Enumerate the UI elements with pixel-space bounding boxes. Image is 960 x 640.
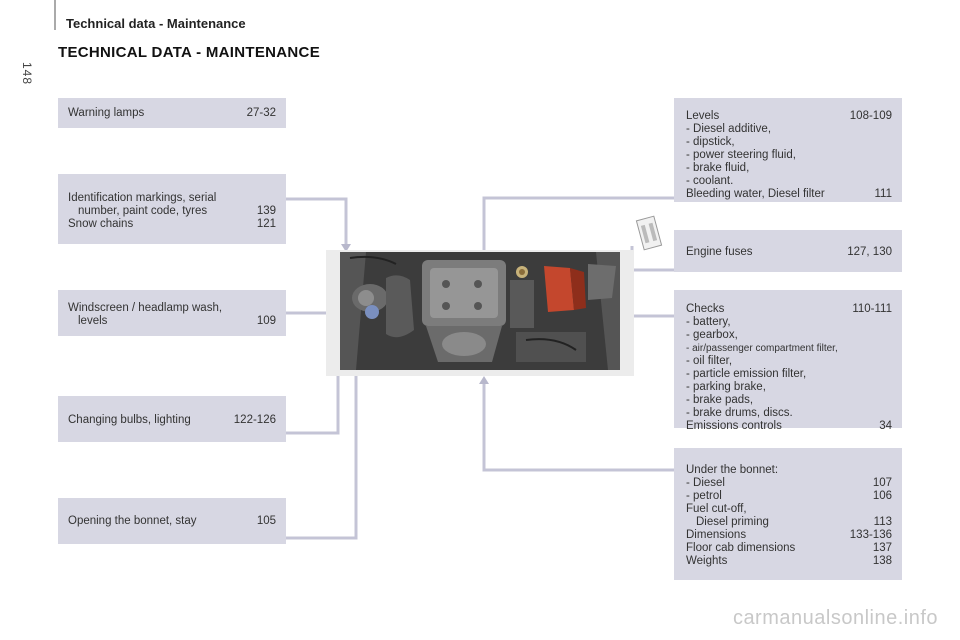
windscreen-pages: 109 (256, 315, 276, 327)
weights-label: Weights (686, 555, 728, 567)
warning-lamps-label: Warning lamps (68, 107, 145, 119)
page-title: TECHNICAL DATA - MAINTENANCE (58, 44, 320, 61)
warning-lamps-box: Warning lamps 27-32 (58, 98, 286, 128)
engine-fuses-pages: 127, 130 (847, 246, 892, 258)
levels-item: - dipstick, (686, 136, 735, 148)
fuel-cutoff-label: Fuel cut-off, (686, 503, 747, 515)
floor-cab-label: Floor cab dimensions (686, 542, 796, 554)
warning-lamps-pages: 27-32 (246, 107, 276, 119)
under-bonnet-box: Under the bonnet: - Diesel 107 - petrol … (674, 448, 902, 580)
snow-chains-label: Snow chains (68, 218, 134, 230)
weights-pages: 138 (872, 555, 892, 567)
checks-item: - oil filter, (686, 355, 733, 367)
checks-pages: 110-111 (852, 303, 892, 315)
identification-box: Identification markings, serial number, … (58, 174, 286, 244)
diesel-priming-pages: 113 (873, 516, 892, 528)
checks-item: - brake pads, (686, 394, 754, 406)
dimensions-label: Dimensions (686, 529, 747, 541)
under-bonnet-title: Under the bonnet: (686, 464, 779, 476)
engine-fuses-label: Engine fuses (686, 246, 753, 258)
petrol-label: - petrol (686, 490, 722, 502)
bulbs-label: Changing bulbs, lighting (68, 414, 191, 426)
emissions-pages: 34 (879, 420, 892, 432)
identification-pages: 139 (256, 205, 276, 217)
levels-item: - coolant. (686, 175, 734, 187)
dimensions-pages: 133-136 (849, 529, 892, 541)
identification-line2: number, paint code, tyres (78, 205, 208, 217)
windscreen-line1: Windscreen / headlamp wash, (68, 302, 223, 314)
bonnet-box: Opening the bonnet, stay 105 (58, 498, 286, 544)
fuse-box-icon (635, 215, 663, 251)
section-title: Technical data - Maintenance (66, 16, 246, 31)
levels-pages: 108-109 (849, 110, 892, 122)
checks-item: - brake drums, discs. (686, 407, 793, 419)
checks-item: - parking brake, (686, 381, 766, 393)
bleeding-pages: 111 (874, 188, 892, 200)
levels-title: Levels (686, 110, 720, 122)
checks-item: - particle emission filter, (686, 368, 807, 380)
checks-box: Checks 110-111 - battery, - gearbox, - a… (674, 290, 902, 432)
petrol-pages: 106 (872, 490, 892, 502)
identification-line1: Identification markings, serial (68, 192, 217, 204)
bonnet-label: Opening the bonnet, stay (68, 515, 197, 527)
windscreen-line2: levels (78, 315, 108, 327)
engine-bay-illustration (326, 250, 634, 376)
left-rule (54, 0, 56, 30)
levels-box: Levels 108-109 - Diesel additive, - dips… (674, 98, 902, 202)
windscreen-box: Windscreen / headlamp wash, levels 109 (58, 290, 286, 336)
levels-item: - Diesel additive, (686, 123, 772, 135)
bleeding-label: Bleeding water, Diesel filter (686, 188, 825, 200)
checks-item: - gearbox, (686, 329, 738, 341)
bulbs-box: Changing bulbs, lighting 122-126 (58, 396, 286, 442)
watermark: carmanualsonline.info (732, 607, 938, 629)
diesel-label: - Diesel (686, 477, 725, 489)
checks-item: - battery, (686, 316, 731, 328)
checks-item: - air/passenger compartment filter, (686, 343, 838, 354)
diesel-pages: 107 (872, 477, 892, 489)
diesel-priming-label: Diesel priming (696, 516, 769, 528)
snow-chains-pages: 121 (256, 218, 276, 230)
levels-item: - brake fluid, (686, 162, 750, 174)
bulbs-pages: 122-126 (233, 414, 276, 426)
engine-fuses-box: Engine fuses 127, 130 (674, 230, 902, 272)
emissions-label: Emissions controls (686, 420, 782, 432)
levels-item: - power steering fluid, (686, 149, 796, 161)
floor-cab-pages: 137 (872, 542, 892, 554)
bonnet-pages: 105 (256, 515, 276, 527)
checks-title: Checks (686, 303, 725, 315)
